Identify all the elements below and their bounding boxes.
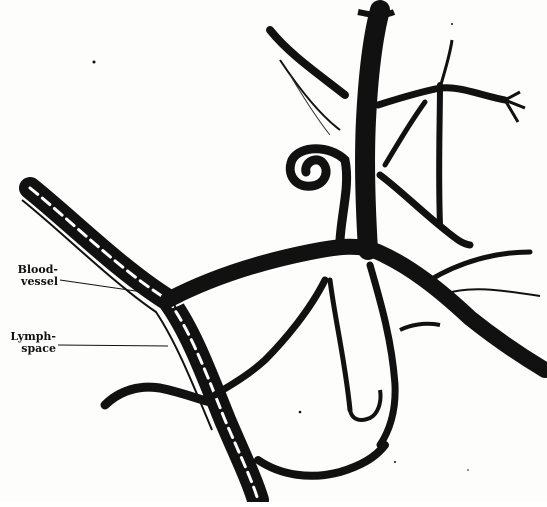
main-diagonal-vessel [22,188,258,500]
lymph-space-label: Lymph- space [2,331,56,355]
bottom-vessel [258,445,385,476]
vertical-vessel [358,10,394,250]
lower-middle-vessels [215,265,440,445]
blood-vessel-label: Blood- vessel [6,264,58,288]
upper-branch [270,30,345,135]
blood-vessel-label-line2: vessel [6,276,58,288]
speckles [93,23,469,471]
lymph-space-label-line2: space [2,343,56,355]
horizontal-vessel [168,247,545,370]
right-upper-branches [378,40,525,245]
coiled-loop [290,149,346,240]
lymph-space-leader [58,345,168,346]
